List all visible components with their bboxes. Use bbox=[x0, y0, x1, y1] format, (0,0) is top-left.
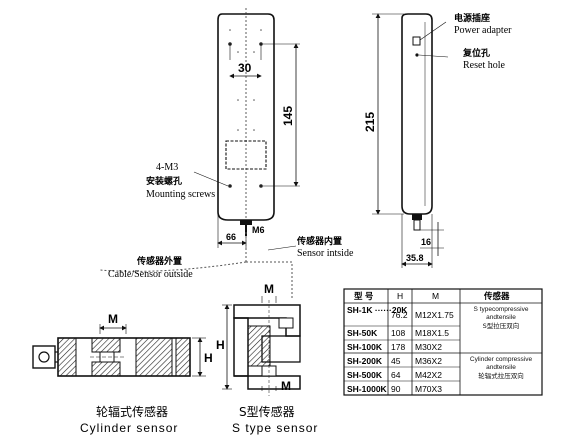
side-view: 电源插座 Power adapter 复位孔 Reset hole 215 16… bbox=[363, 12, 512, 268]
sensor-outside-cn: 传感器外置 bbox=[136, 255, 182, 267]
reset-cn-label: 复位孔 bbox=[462, 47, 490, 59]
dim-66-label: 66 bbox=[226, 232, 236, 242]
dim-m6-label: M6 bbox=[252, 225, 265, 235]
sensor-inside-cn: 传感器内置 bbox=[296, 235, 342, 247]
s-dim-m-label: M bbox=[264, 282, 274, 296]
power-socket-icon bbox=[412, 36, 421, 46]
dim-215-label: 215 bbox=[363, 112, 377, 132]
gauge-body-outline bbox=[217, 13, 275, 221]
dim-30-label: 30 bbox=[238, 61, 252, 75]
sensor-inside-en: Sensor intside bbox=[297, 248, 354, 259]
s-dim-m-bottom-label: M bbox=[281, 379, 291, 393]
table-cell-model: SH-1000K bbox=[347, 384, 388, 394]
cylinder-sensor-drawing: M H 轮辐式传感器 Cylinder sensor bbox=[32, 312, 213, 435]
cable-lines: 传感器内置 Sensor intside 传感器外置 Cable/Sensor … bbox=[99, 232, 354, 300]
s-dim-h-label: H bbox=[216, 338, 225, 352]
screw-size-label: 4-M3 bbox=[156, 162, 178, 173]
screw-cn-label: 安装螺孔 bbox=[146, 175, 182, 187]
reset-hole-icon bbox=[415, 53, 419, 57]
note-cyl-en: Cylinder compressive andtensile bbox=[469, 356, 533, 371]
table-cell-model: SH-1K ······20K bbox=[347, 305, 408, 315]
table-cell-h: 108 bbox=[391, 328, 405, 338]
display-window bbox=[225, 140, 267, 170]
bottom-fitting bbox=[240, 220, 252, 225]
table-cell-h: 178 bbox=[391, 342, 405, 352]
cylinder-caption-en: Cylinder sensor bbox=[80, 421, 178, 435]
table-header-model: 型 号 bbox=[354, 291, 374, 301]
dim-145-label: 145 bbox=[281, 106, 295, 126]
inside-cable-line bbox=[246, 261, 293, 300]
table-cell-m: M42X2 bbox=[415, 370, 442, 380]
table-cell-m: M36X2 bbox=[415, 356, 442, 366]
note-s-en: S typecompressive andtensile bbox=[473, 306, 529, 321]
table-cell-h: 45 bbox=[391, 356, 401, 366]
table-cell-model-line: SH-1K ······20K bbox=[347, 305, 408, 315]
cyl-dim-m-label: M bbox=[108, 312, 118, 326]
spec-table: 型 号 H M 传感器 SH-1K ······20K 76.2 M12X1.7… bbox=[343, 288, 543, 396]
table-cell-model: SH-100K bbox=[347, 342, 383, 352]
table-cell-m: M12X1.75 bbox=[415, 310, 454, 320]
mounting-hole-icon bbox=[228, 184, 232, 188]
table-cell-m: M70X3 bbox=[415, 384, 442, 394]
table-cell-h: 76.2 bbox=[391, 310, 408, 320]
cyl-dim-h-label: H bbox=[204, 351, 213, 365]
table-cell-model: SH-500K bbox=[347, 370, 383, 380]
table-header-m: M bbox=[432, 291, 439, 301]
screw-en-label: Mounting screws bbox=[146, 189, 215, 200]
power-en-label: Power adapter bbox=[454, 25, 512, 36]
table-cell-h: 90 bbox=[391, 384, 401, 394]
sensor-outside-en: Cable/Sensor outside bbox=[108, 269, 193, 280]
table-cell-m: M18X1.5 bbox=[415, 328, 449, 338]
power-cn-label: 电源插座 bbox=[454, 12, 490, 24]
s-caption-en: S type sensor bbox=[232, 421, 318, 435]
note-s-cn: S型拉压双向 bbox=[482, 322, 520, 330]
dim-16-label: 16 bbox=[421, 237, 431, 247]
reset-en-label: Reset hole bbox=[463, 60, 505, 71]
front-view: 30 145 66 M6 4-M3 安装螺孔 Mounting screws bbox=[146, 8, 300, 248]
mounting-hole-icon bbox=[259, 184, 263, 188]
s-type-sensor-drawing: M M H S型传感器 S type sensor bbox=[216, 282, 318, 435]
cylinder-caption-cn: 轮辐式传感器 bbox=[96, 404, 168, 419]
s-caption-cn: S型传感器 bbox=[239, 404, 295, 419]
table-header-h: H bbox=[397, 291, 403, 301]
table-cell-m: M30X2 bbox=[415, 342, 442, 352]
dim-35-8-label: 35.8 bbox=[406, 253, 424, 263]
table-cell-model: SH-50K bbox=[347, 328, 378, 338]
table-cell-h: 64 bbox=[391, 370, 401, 380]
note-cyl-cn: 轮辐式拉压双向 bbox=[478, 372, 524, 380]
table-cell-model: SH-200K bbox=[347, 356, 383, 366]
side-body-outline bbox=[401, 13, 433, 215]
table-header-sensor: 传感器 bbox=[483, 291, 510, 301]
